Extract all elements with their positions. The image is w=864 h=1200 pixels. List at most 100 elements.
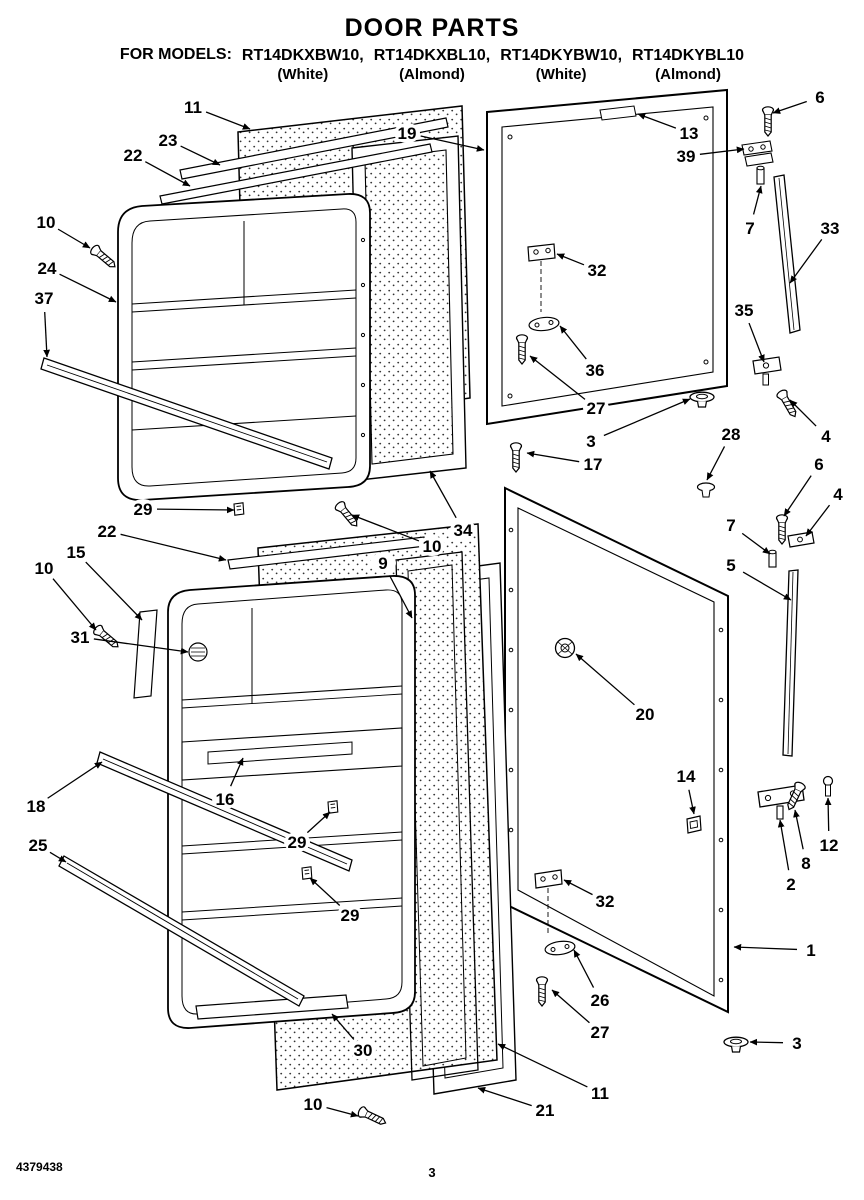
callout-1: 1	[806, 941, 815, 960]
pin-12	[822, 775, 834, 797]
callout-halo-6	[807, 87, 833, 107]
callout-leader-28	[706, 446, 726, 481]
hinge-plate-26	[544, 940, 576, 956]
callout-leader-12	[824, 797, 832, 832]
callout-halo-31	[67, 627, 93, 647]
callout-halo-10	[31, 558, 57, 578]
callout-leader-33	[789, 238, 823, 284]
callout-leader-10	[57, 228, 91, 249]
diagram-header: DOOR PARTS FOR MODELS: RT14DKXBW10, (Whi…	[0, 14, 864, 85]
screw-6-top	[761, 106, 775, 137]
callout-25: 25	[29, 836, 48, 855]
lower-outer-door-panel-1	[504, 442, 749, 1053]
callout-halo-8	[793, 853, 819, 873]
callout-32: 32	[588, 261, 607, 280]
callout-29: 29	[341, 906, 360, 925]
callout-32: 32	[596, 892, 615, 911]
callout-halo-1	[798, 940, 824, 960]
callout-10: 10	[304, 1095, 323, 1114]
callout-22: 22	[124, 146, 143, 165]
shelf-bar-16	[181, 727, 403, 781]
callout-leader-10	[52, 578, 97, 631]
shelf-clip-29-mid	[233, 502, 245, 516]
callout-halo-4	[813, 426, 839, 446]
callout-leader-15	[85, 561, 143, 621]
models-line: FOR MODELS: RT14DKXBW10, (White) RT14DKX…	[0, 46, 864, 85]
callout-10: 10	[35, 559, 54, 578]
callout-halo-34	[450, 520, 476, 540]
callout-halo-22	[94, 521, 120, 541]
screw-6-lower	[775, 514, 789, 545]
hinge-bracket-35	[752, 356, 782, 386]
callout-31: 31	[71, 628, 90, 647]
screw-10-mid	[333, 499, 362, 531]
hinge-bracket-4-lower	[787, 531, 815, 548]
model-finish: (White)	[535, 66, 587, 83]
callout-halo-17	[580, 454, 606, 474]
callout-leader-32	[563, 879, 593, 896]
callout-leader-22	[144, 161, 191, 187]
model-column-1: RT14DKXBW10, (White)	[242, 46, 364, 85]
callout-halo-16	[212, 789, 238, 809]
callout-halo-36	[582, 360, 608, 380]
trim-strip-37	[40, 357, 333, 470]
callout-leader-8	[793, 809, 804, 850]
callout-leader-22	[120, 533, 227, 562]
callout-leader-18	[47, 761, 103, 799]
callout-20: 20	[636, 705, 655, 724]
hinge-plate-39	[741, 140, 774, 167]
callout-10: 10	[37, 213, 56, 232]
callout-leader-6	[772, 100, 807, 114]
callout-30: 30	[354, 1041, 373, 1060]
callout-halo-4	[825, 484, 851, 504]
callout-halo-3	[578, 431, 604, 451]
callout-11: 11	[184, 98, 202, 117]
callout-29: 29	[288, 833, 307, 852]
callout-halo-10	[33, 212, 59, 232]
upper-door-liner-24	[117, 193, 371, 501]
screw-10-lower-left	[91, 623, 123, 652]
grommet-3-lower	[723, 1036, 749, 1053]
callout-halo-33	[817, 218, 843, 238]
callout-leader-11	[205, 111, 251, 130]
callout-leader-34	[429, 470, 457, 519]
callout-leader-6	[783, 475, 812, 517]
callout-leader-7	[741, 532, 771, 555]
callout-halo-20	[632, 704, 658, 724]
callout-leader-1	[733, 943, 798, 951]
callout-37: 37	[35, 289, 54, 308]
callout-35: 35	[735, 301, 754, 320]
screw-10-upper-left	[88, 243, 120, 272]
callout-27: 27	[587, 399, 606, 418]
callout-halo-7	[718, 515, 744, 535]
document-number: 4379438	[16, 1160, 63, 1174]
callout-halo-39	[673, 146, 699, 166]
callout-halo-3	[784, 1033, 810, 1053]
handle-trim-33	[773, 174, 801, 334]
models-prefix: FOR MODELS:	[119, 46, 232, 63]
callout-leader-4	[805, 504, 831, 537]
callout-halo-7	[737, 218, 763, 238]
callout-halo-32	[584, 260, 610, 280]
callout-halo-13	[676, 123, 702, 143]
callout-leader-39	[699, 146, 745, 155]
callout-halo-29	[337, 905, 363, 925]
callout-2: 2	[786, 875, 795, 894]
callout-leader-7	[752, 185, 763, 215]
upper-outer-door-panel-19	[486, 88, 728, 426]
callout-halo-9	[370, 553, 396, 573]
handle-trim-5	[782, 569, 799, 757]
callout-leader-26	[573, 949, 595, 988]
callout-halo-29	[284, 832, 310, 852]
upper-door-assembly	[40, 105, 471, 501]
callout-leader-25	[49, 851, 67, 863]
callout-halo-24	[34, 258, 60, 278]
callout-leader-2	[777, 819, 790, 871]
callout-leader-14	[688, 789, 696, 815]
callout-halo-29	[130, 499, 156, 519]
callout-leader-27	[529, 355, 586, 400]
model-name: RT14DKYBL10	[632, 47, 745, 64]
lower-door-assembly	[58, 499, 517, 1129]
callout-halo-6	[806, 454, 832, 474]
